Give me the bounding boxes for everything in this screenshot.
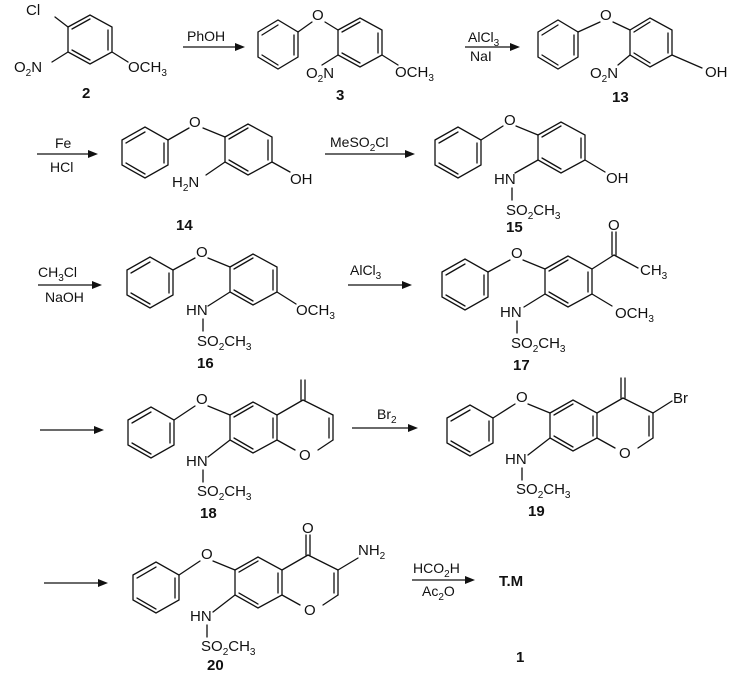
nitro-label: O2N xyxy=(590,65,618,85)
reagent-alcl3: AlCl3 xyxy=(468,29,500,49)
compound-label-16: 16 xyxy=(197,355,214,372)
compound-label-19: 19 xyxy=(528,503,545,520)
compound-13: O O2N OH 13 xyxy=(537,7,728,106)
ring-o-label: O xyxy=(619,445,631,462)
nh-label: HN xyxy=(186,453,208,470)
compound-label-1: 1 xyxy=(516,649,524,666)
amino-label: H2N xyxy=(172,174,199,194)
arrow-step-4: MeSO2Cl xyxy=(325,134,415,158)
mesyl-label: SO2CH3 xyxy=(197,483,252,503)
amino-label: NH2 xyxy=(358,542,386,562)
methoxy-label: OCH3 xyxy=(128,59,167,79)
ether-o-label: O xyxy=(312,7,324,24)
nh-label: HN xyxy=(186,302,208,319)
mesyl-label: SO2CH3 xyxy=(197,333,252,353)
mesyl-label: SO2CH3 xyxy=(506,202,561,222)
reagent-naoh: NaOH xyxy=(45,289,84,305)
compound-16: O HN SO2CH3 OCH3 16 xyxy=(126,244,335,372)
target-molecule-label: T.M xyxy=(499,573,523,590)
bromo-label: Br xyxy=(673,390,688,407)
arrow-step-1: PhOH xyxy=(183,28,245,51)
ether-o-label: O xyxy=(504,112,516,129)
ether-o-label: O xyxy=(516,389,528,406)
compound-label-17: 17 xyxy=(513,357,530,374)
reagent-br2: Br2 xyxy=(377,406,397,426)
arrow-step-2: AlCl3 NaI xyxy=(465,29,520,64)
compound-18: O O HN SO2CH3 18 xyxy=(127,379,334,522)
reagent-fe: Fe xyxy=(55,135,72,151)
arrow-step-9 xyxy=(44,579,108,587)
arrow-step-10: HCO2H Ac2O xyxy=(412,560,475,603)
chloro-label: Cl xyxy=(26,2,40,19)
ether-o-label: O xyxy=(600,7,612,24)
reagent-phoh: PhOH xyxy=(187,28,225,44)
arrow-step-5: CH3Cl NaOH xyxy=(38,264,102,305)
carbonyl-o-label: O xyxy=(608,217,620,234)
ether-o-label: O xyxy=(511,245,523,262)
ether-o-label: O xyxy=(196,391,208,408)
nitro-label: O2N xyxy=(14,59,42,79)
compound-label-13: 13 xyxy=(612,89,629,106)
compound-label-2: 2 xyxy=(82,85,90,102)
arrow-step-8: Br2 xyxy=(352,406,418,432)
arrow-step-6: AlCl3 xyxy=(348,262,412,289)
methoxy-label: OCH3 xyxy=(296,302,335,322)
reagent-ac2o: Ac2O xyxy=(422,583,455,603)
compound-label-14: 14 xyxy=(176,217,193,234)
carbonyl-o-label: O xyxy=(302,520,314,537)
ring-o-label: O xyxy=(304,602,316,619)
compound-label-15: 15 xyxy=(506,219,523,236)
compound-label-3: 3 xyxy=(336,87,344,104)
ether-o-label: O xyxy=(196,244,208,261)
hydroxy-label: OH xyxy=(705,64,728,81)
reagent-alcl3: AlCl3 xyxy=(350,262,382,282)
nh-label: HN xyxy=(494,171,516,188)
hydroxy-label: OH xyxy=(290,171,313,188)
methoxy-label: OCH3 xyxy=(615,305,654,325)
nh-label: HN xyxy=(500,304,522,321)
methyl-label: CH3 xyxy=(640,262,668,282)
ether-o-label: O xyxy=(201,546,213,563)
ether-o-label: O xyxy=(189,114,201,131)
arrow-step-3: Fe HCl xyxy=(37,135,98,175)
reagent-hcl: HCl xyxy=(50,159,73,175)
nh-label: HN xyxy=(505,451,527,468)
compound-2: Cl O2N OCH3 2 xyxy=(14,2,167,102)
hydroxy-label: OH xyxy=(606,170,629,187)
compound-17: O O CH3 HN SO2CH3 OCH3 17 xyxy=(441,217,668,374)
compound-14: O H2N OH 14 xyxy=(121,114,313,234)
arrow-step-7 xyxy=(40,426,104,434)
compound-label-20: 20 xyxy=(207,657,224,674)
compound-19: O O Br HN SO2CH3 19 xyxy=(446,377,688,520)
reagent-ch3cl: CH3Cl xyxy=(38,264,77,284)
ring-o-label: O xyxy=(299,447,311,464)
nh-label: HN xyxy=(190,608,212,625)
compound-3: O O2N OCH3 3 xyxy=(257,7,434,104)
reagent-hco2h: HCO2H xyxy=(413,560,460,580)
mesyl-label: SO2CH3 xyxy=(516,481,571,501)
mesyl-label: SO2CH3 xyxy=(201,638,256,658)
reagent-nai: NaI xyxy=(470,48,492,64)
nitro-label: O2N xyxy=(306,65,334,85)
compound-15: O HN SO2CH3 OH 15 xyxy=(434,112,629,236)
methoxy-label: OCH3 xyxy=(395,64,434,84)
reagent-mesocl: MeSO2Cl xyxy=(330,134,388,154)
mesyl-label: SO2CH3 xyxy=(511,335,566,355)
compound-label-18: 18 xyxy=(200,505,217,522)
compound-20: O O O NH2 HN SO2CH3 20 xyxy=(132,520,386,674)
